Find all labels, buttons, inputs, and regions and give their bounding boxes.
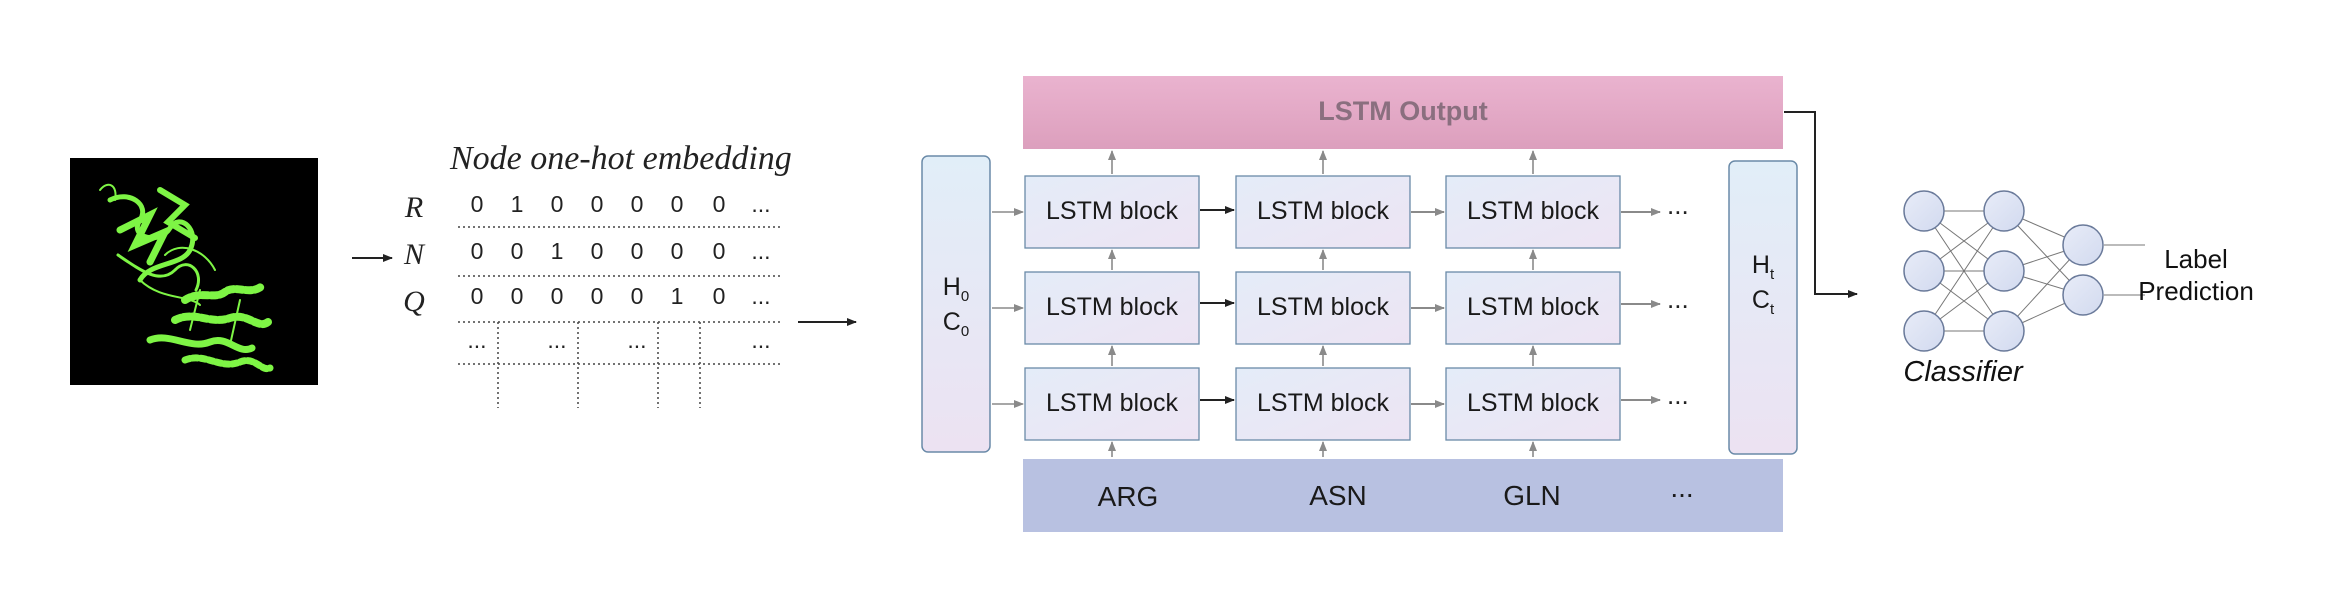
embedding-cell: 0 bbox=[470, 238, 484, 264]
embedding-cell: 0 bbox=[670, 191, 684, 217]
final-state-box bbox=[1728, 160, 1798, 455]
lstm-block-label: LSTM block bbox=[1046, 389, 1178, 417]
classifier-input-node bbox=[1903, 190, 1945, 232]
embedding-grid bbox=[458, 226, 780, 408]
row-continuation-ellipsis: ... bbox=[1667, 284, 1689, 314]
lstm-block-r2c1 bbox=[1024, 271, 1200, 345]
lstm-block-r2c3 bbox=[1445, 271, 1621, 345]
vertical-layer-arrows bbox=[1108, 150, 1537, 457]
embedding-cell: 0 bbox=[470, 191, 484, 217]
embedding-row-label: Q bbox=[403, 285, 425, 318]
embedding-row-label: N bbox=[403, 238, 424, 271]
sequence-token: ARG bbox=[1097, 481, 1159, 512]
lstm-block-grid bbox=[1024, 175, 1621, 441]
classifier-output-node bbox=[2062, 274, 2104, 316]
lstm-block-r2c2 bbox=[1235, 271, 1411, 345]
arrow-output-to-classifier bbox=[1784, 111, 1858, 298]
initial-state-box bbox=[921, 155, 991, 453]
embedding-cell: ... bbox=[751, 283, 771, 309]
lstm-block-label: LSTM block bbox=[1467, 197, 1599, 225]
lstm-block-label: LSTM block bbox=[1257, 389, 1389, 417]
sequence-token: ... bbox=[1670, 472, 1694, 503]
lstm-block-label: LSTM block bbox=[1467, 389, 1599, 417]
horizontal-recurrent-arrows bbox=[1200, 206, 1661, 408]
classifier-output-node bbox=[2062, 224, 2104, 266]
protein-structure-image bbox=[70, 158, 318, 385]
lstm-block-r3c2 bbox=[1235, 367, 1411, 441]
embedding-cell: ... bbox=[751, 238, 771, 264]
lstm-output-label: LSTM Output bbox=[1318, 96, 1488, 126]
embedding-cell: ... bbox=[751, 327, 771, 353]
sequence-token: GLN bbox=[1503, 480, 1561, 511]
sequence-token: ASN bbox=[1309, 480, 1367, 511]
embedding-cell: ... bbox=[627, 327, 647, 353]
embedding-cell: 1 bbox=[510, 191, 524, 217]
embedding-cell: 0 bbox=[630, 238, 644, 264]
embedding-cell: 0 bbox=[670, 238, 684, 264]
embedding-cell: 0 bbox=[712, 238, 726, 264]
embedding-cell: 0 bbox=[510, 283, 524, 309]
embedding-cell: 1 bbox=[670, 283, 684, 309]
classifier-hidden-node bbox=[1983, 190, 2025, 232]
classifier-label: Classifier bbox=[1903, 356, 2023, 388]
row-continuation-ellipsis: ... bbox=[1667, 190, 1689, 220]
embedding-cell: 0 bbox=[630, 283, 644, 309]
classifier-input-node bbox=[1903, 250, 1945, 292]
embedding-cell: 0 bbox=[630, 191, 644, 217]
classifier-hidden-node bbox=[1983, 250, 2025, 292]
lstm-block-r1c3 bbox=[1445, 175, 1621, 249]
lstm-block-r1c1 bbox=[1024, 175, 1200, 249]
embedding-cell: 0 bbox=[590, 191, 604, 217]
lstm-block-label: LSTM block bbox=[1467, 293, 1599, 321]
embedding-cell: 0 bbox=[712, 191, 726, 217]
embedding-title: Node one-hot embedding bbox=[450, 140, 792, 177]
embedding-cell: 0 bbox=[550, 191, 564, 217]
lstm-output-bar bbox=[1023, 76, 1783, 149]
embedding-cell: 0 bbox=[712, 283, 726, 309]
embedding-cell: ... bbox=[547, 327, 567, 353]
lstm-block-r3c1 bbox=[1024, 367, 1200, 441]
embedding-row-label: R bbox=[404, 191, 424, 224]
embedding-cell: ... bbox=[751, 191, 771, 217]
embedding-cell: 0 bbox=[550, 283, 564, 309]
lstm-block-label: LSTM block bbox=[1046, 293, 1178, 321]
embedding-cell: 0 bbox=[510, 238, 524, 264]
lstm-block-label: LSTM block bbox=[1257, 197, 1389, 225]
embedding-cell: ... bbox=[467, 327, 487, 353]
embedding-cell: 0 bbox=[590, 238, 604, 264]
embedding-cell: 1 bbox=[550, 238, 564, 264]
initial-state-arrows bbox=[992, 208, 1024, 408]
classifier-input-node bbox=[1903, 310, 1945, 352]
lstm-block-r3c3 bbox=[1445, 367, 1621, 441]
embedding-cell: 0 bbox=[470, 283, 484, 309]
classifier-hidden-node bbox=[1983, 310, 2025, 352]
embedding-cell: 0 bbox=[590, 283, 604, 309]
lstm-block-label: LSTM block bbox=[1257, 293, 1389, 321]
lstm-block-r1c2 bbox=[1235, 175, 1411, 249]
sequence-bar bbox=[1023, 459, 1783, 532]
row-continuation-ellipsis: ... bbox=[1667, 380, 1689, 410]
lstm-block-label: LSTM block bbox=[1046, 197, 1178, 225]
classifier-network bbox=[1903, 190, 2145, 352]
